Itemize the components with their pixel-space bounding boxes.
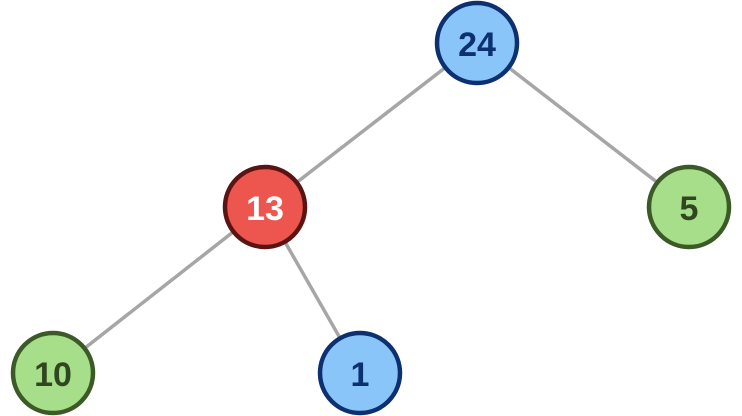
tree-node-1: 1 — [317, 330, 403, 416]
node-circle — [434, 0, 520, 86]
tree-edges — [82, 65, 660, 351]
node-label: 24 — [458, 26, 496, 64]
node-label: 10 — [34, 356, 72, 394]
node-circle — [317, 330, 403, 416]
edge-24-to-5 — [506, 65, 660, 185]
tree-node-13: 13 — [222, 164, 308, 250]
node-circle — [646, 164, 732, 250]
tree-node-5: 5 — [646, 164, 732, 250]
node-label: 13 — [246, 190, 284, 228]
node-circle — [10, 330, 96, 416]
tree-nodes: 24 13 5 10 1 — [10, 0, 732, 416]
edge-13-to-1 — [283, 239, 342, 341]
tree-node-24: 24 — [434, 0, 520, 86]
tree-node-10: 10 — [10, 330, 96, 416]
edge-13-to-10 — [82, 229, 236, 351]
node-circle — [222, 164, 308, 250]
node-label: 1 — [351, 356, 370, 394]
edge-24-to-13 — [294, 65, 448, 185]
node-label: 5 — [680, 190, 699, 228]
